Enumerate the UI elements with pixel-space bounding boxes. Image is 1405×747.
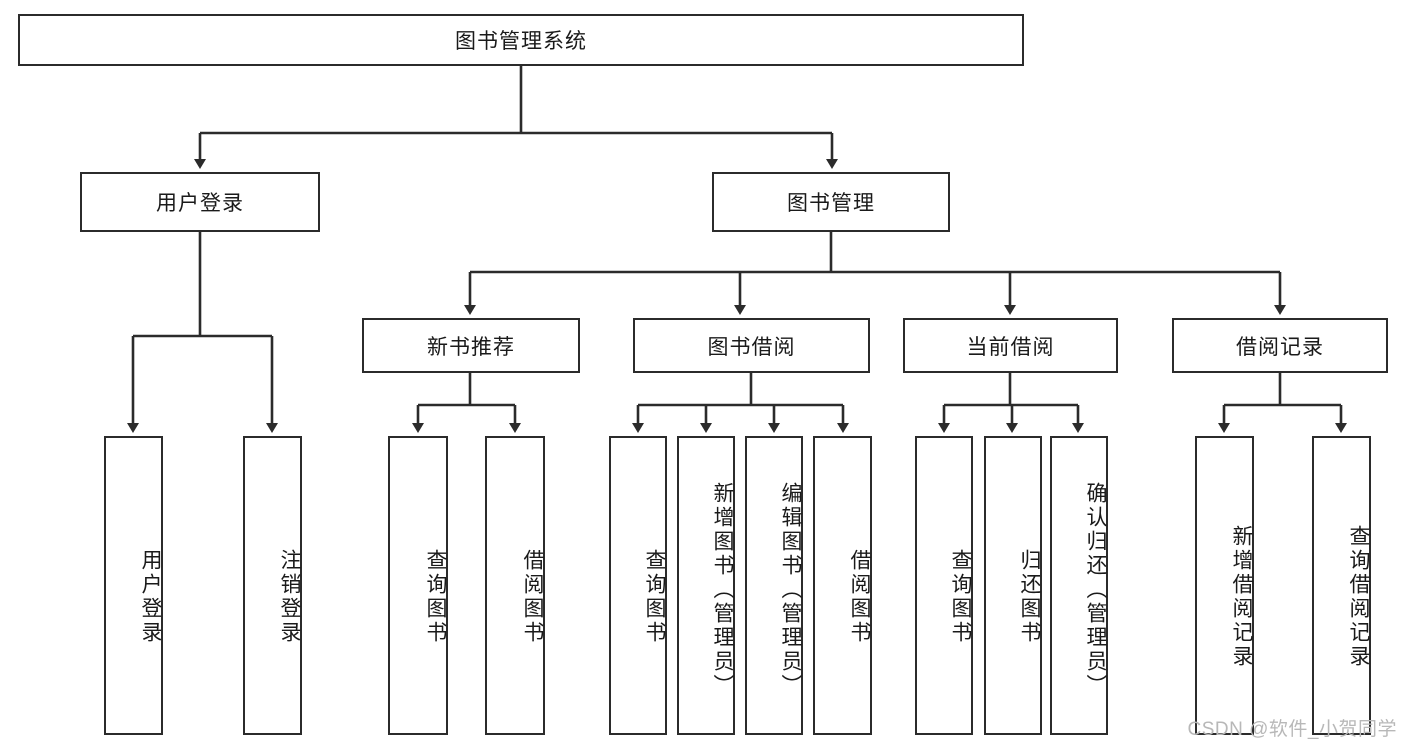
- node-label: 新书推荐: [427, 335, 515, 359]
- leaf-record-add-borrow-record[interactable]: 新增借阅记录: [1195, 436, 1254, 735]
- node-current-borrow[interactable]: 当前借阅: [903, 318, 1118, 373]
- watermark-text: CSDN @软件_小贺同学: [1187, 719, 1397, 740]
- node-label: 借阅图书: [521, 548, 544, 645]
- node-book-borrow[interactable]: 图书借阅: [633, 318, 870, 373]
- leaf-borrow-add-book-admin[interactable]: 新增图书（管理员）: [677, 436, 735, 735]
- leaf-borrow-edit-book-admin[interactable]: 编辑图书（管理员）: [745, 436, 803, 735]
- leaf-current-return-book[interactable]: 归还图书: [984, 436, 1042, 735]
- leaf-record-query-borrow-record[interactable]: 查询借阅记录: [1312, 436, 1371, 735]
- leaf-recommend-borrow-book[interactable]: 借阅图书: [485, 436, 545, 735]
- node-label: 查询图书: [949, 548, 972, 645]
- node-label: 新增图书（管理员）: [711, 481, 734, 698]
- node-label: 用户登录: [156, 192, 244, 215]
- node-label: 查询图书: [424, 548, 447, 645]
- node-label: 借阅记录: [1236, 335, 1324, 359]
- node-label: 借阅图书: [848, 548, 871, 645]
- node-user-login[interactable]: 用户登录: [80, 172, 320, 232]
- leaf-current-confirm-return-admin[interactable]: 确认归还（管理员）: [1050, 436, 1108, 735]
- node-root-book-management-system[interactable]: 图书管理系统: [18, 14, 1024, 66]
- leaf-borrow-query-book[interactable]: 查询图书: [609, 436, 667, 735]
- node-label: 新增借阅记录: [1230, 524, 1253, 669]
- node-borrow-record[interactable]: 借阅记录: [1172, 318, 1388, 373]
- leaf-current-query-book[interactable]: 查询图书: [915, 436, 973, 735]
- node-label: 用户登录: [139, 548, 162, 645]
- node-label: 当前借阅: [966, 335, 1055, 359]
- node-label: 编辑图书（管理员）: [779, 481, 802, 698]
- leaf-recommend-query-book[interactable]: 查询图书: [388, 436, 448, 735]
- node-label: 注销登录: [278, 548, 301, 645]
- node-label: 查询图书: [643, 548, 666, 645]
- node-new-book-recommend[interactable]: 新书推荐: [362, 318, 580, 373]
- node-label: 图书管理系统: [455, 30, 587, 53]
- node-label: 归还图书: [1018, 548, 1041, 645]
- leaf-borrow-borrow-book[interactable]: 借阅图书: [813, 436, 872, 735]
- node-label: 图书借阅: [707, 335, 796, 359]
- node-label: 查询借阅记录: [1347, 524, 1370, 669]
- node-label: 确认归还（管理员）: [1084, 481, 1107, 698]
- leaf-user-login-login[interactable]: 用户登录: [104, 436, 163, 735]
- leaf-user-login-logout[interactable]: 注销登录: [243, 436, 302, 735]
- node-book-management[interactable]: 图书管理: [712, 172, 950, 232]
- node-label: 图书管理: [787, 192, 875, 215]
